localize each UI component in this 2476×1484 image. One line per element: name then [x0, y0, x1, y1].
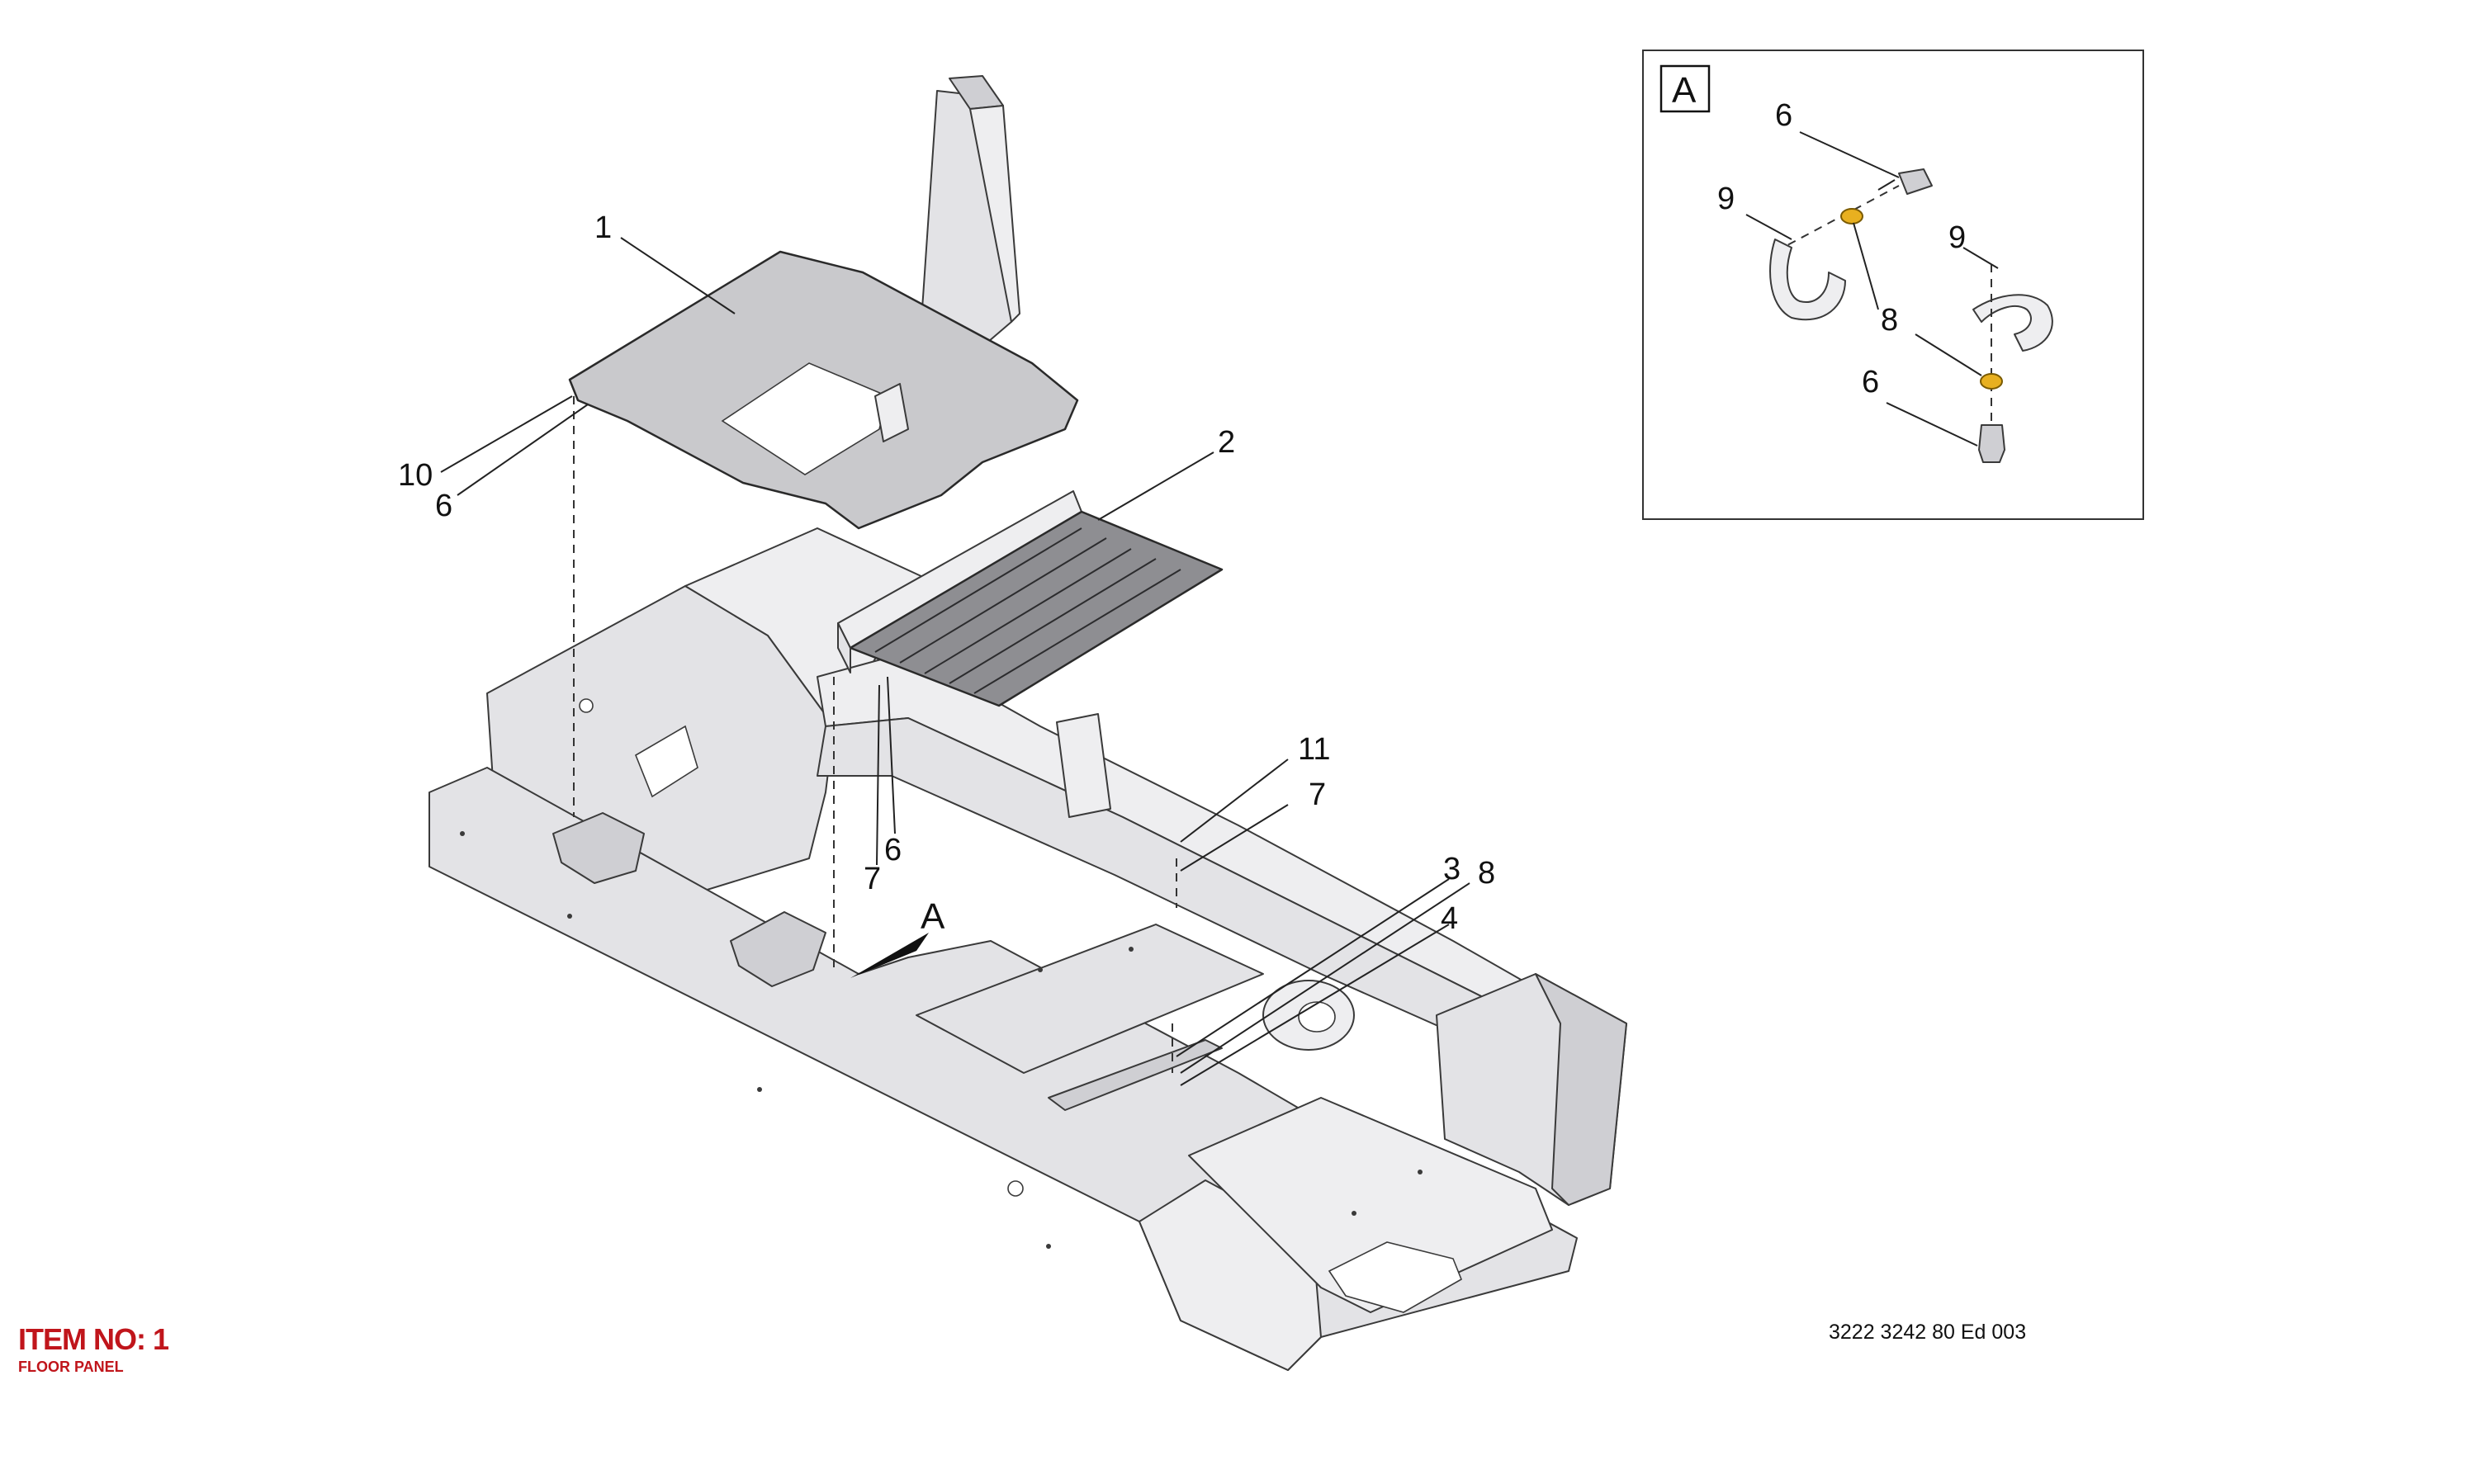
view-arrow-a: A [850, 896, 945, 978]
view-arrow-label: A [921, 896, 945, 937]
chassis-frame [428, 75, 1627, 1371]
callout-2: 2 [1218, 425, 1235, 460]
detail-view-label: A [1672, 70, 1697, 111]
step-panel [837, 490, 1224, 707]
detail-view-label-box [1659, 64, 1711, 113]
mount-foot-center [730, 911, 826, 987]
detail-callout-6-top: 6 [1775, 98, 1792, 133]
detail-washer-left [1840, 208, 1863, 224]
callout-11: 11 [1298, 732, 1330, 767]
callout-10: 10 [398, 458, 433, 493]
callout-7-mid: 7 [864, 862, 881, 896]
detail-callout-9-left: 9 [1717, 182, 1735, 216]
assembly-lines [573, 396, 1177, 1073]
callout-4: 4 [1441, 901, 1458, 936]
floor-panel [568, 250, 1079, 530]
callout-labels: 1 2 10 6 6 7 11 7 3 8 4 [398, 210, 1495, 936]
callout-1: 1 [594, 210, 612, 245]
cross-member [916, 924, 1264, 1074]
item-description: FLOOR PANEL [18, 1359, 124, 1375]
detail-clamp-right [1972, 294, 2053, 352]
callout-7-right: 7 [1309, 777, 1326, 812]
detail-callout-9-right: 9 [1948, 220, 1966, 255]
center-post [1056, 713, 1111, 818]
callout-8: 8 [1478, 856, 1495, 891]
detail-callout-6-bottom: 6 [1862, 365, 1879, 399]
mount-foot-left [552, 812, 645, 884]
callout-6-mid: 6 [884, 833, 902, 867]
callout-6-left: 6 [435, 489, 452, 523]
detail-washer-right [1980, 373, 2003, 390]
detail-view-frame [1642, 50, 2144, 520]
rear-floor [1188, 1097, 1553, 1313]
document-number: 3222 3242 80 Ed 003 [1829, 1321, 2026, 1344]
callout-3: 3 [1443, 852, 1461, 886]
detail-bolt-bottom [1978, 424, 2005, 463]
step-panel-ribs [874, 527, 1181, 694]
detail-view-a: A 6 9 9 8 6 [1642, 50, 2144, 520]
detail-callout-8: 8 [1881, 303, 1898, 338]
detail-bolt-top [1898, 168, 1933, 195]
detail-clamp-left [1769, 239, 1846, 321]
item-number-title: ITEM NO: 1 [18, 1322, 169, 1356]
leader-lines [440, 237, 1470, 1086]
